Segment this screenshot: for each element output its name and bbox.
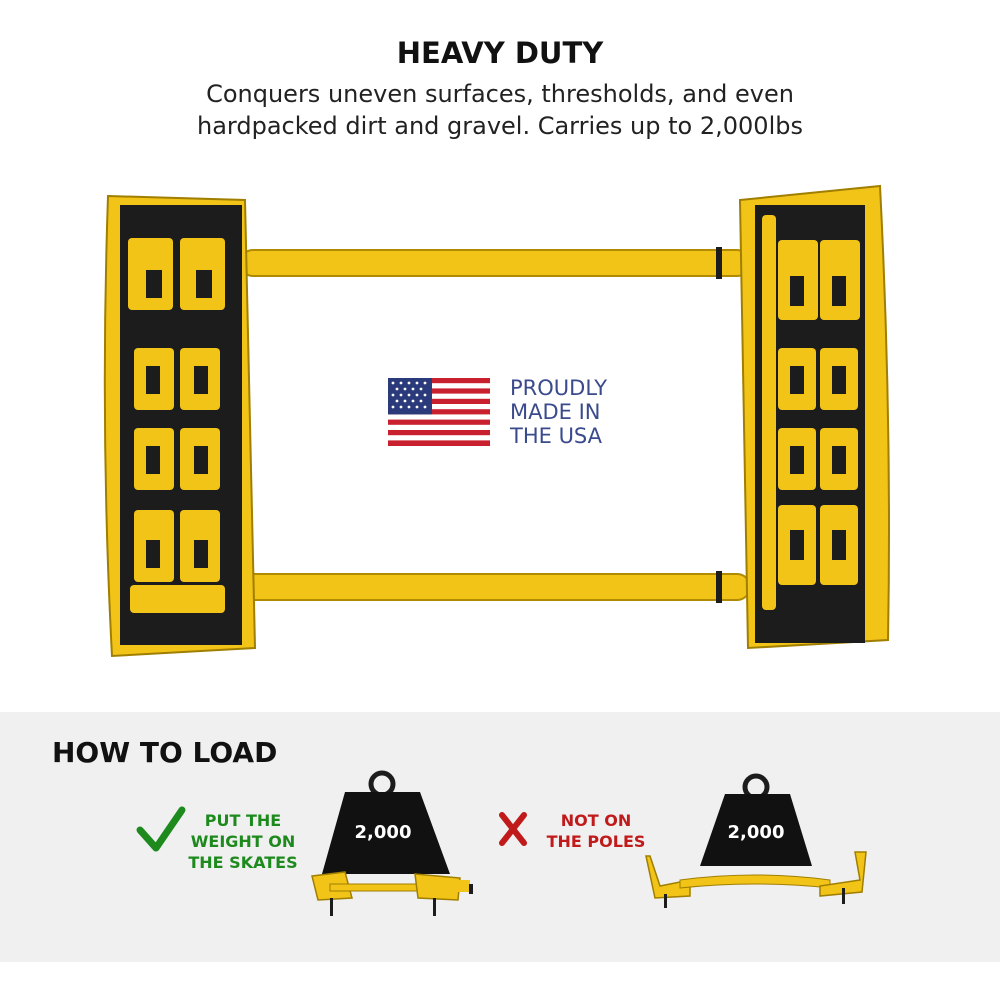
right-skate <box>738 184 890 650</box>
usa-line-3: THE USA <box>510 424 603 448</box>
page-title: HEAVY DUTY <box>396 36 604 70</box>
usa-line-1: PROUDLY <box>510 376 608 400</box>
left-skate <box>103 194 257 658</box>
made-in-usa-text: PROUDLY MADE IN THE USA <box>510 376 650 448</box>
usa-line-2: MADE IN <box>510 400 601 424</box>
skate-dolly-illustration <box>103 184 890 658</box>
correct-line-1: PUT THE <box>204 811 282 830</box>
incorrect-line-1: NOT ON <box>560 811 632 830</box>
correct-line-3: THE SKATES <box>188 853 298 872</box>
subtitle-line-1: Conquers uneven surfaces, thresholds, an… <box>206 80 794 108</box>
correct-line-2: WEIGHT ON <box>190 832 296 851</box>
bottom-pole <box>239 571 751 603</box>
incorrect-weight-label: 2,000 <box>727 822 785 843</box>
page-subtitle: Conquers uneven surfaces, thresholds, an… <box>160 78 840 142</box>
subtitle-line-2: hardpacked dirt and gravel. Carries up t… <box>197 112 803 140</box>
incorrect-load-label: NOT ON THE POLES <box>536 810 656 852</box>
us-flag-icon <box>388 378 490 446</box>
correct-load-label: PUT THE WEIGHT ON THE SKATES <box>178 810 308 873</box>
correct-weight-label: 2,000 <box>354 822 412 843</box>
how-to-load-title: HOW TO LOAD <box>52 736 278 769</box>
made-in-usa-badge <box>388 378 648 448</box>
incorrect-line-2: THE POLES <box>546 832 646 851</box>
top-pole <box>239 247 751 279</box>
